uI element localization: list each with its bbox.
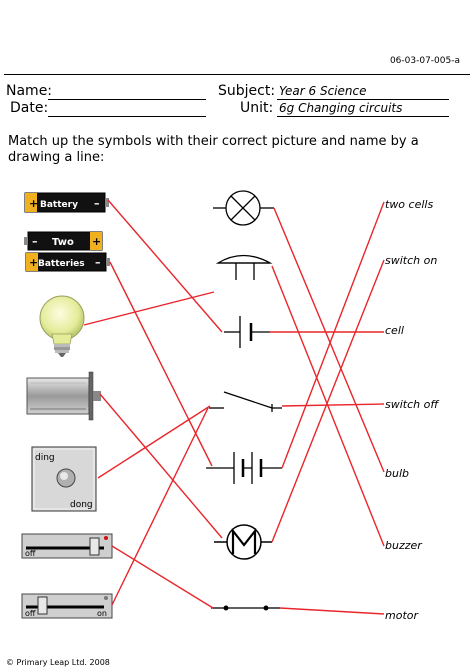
ding-label: ding (35, 453, 55, 463)
svg-text:+: + (92, 235, 101, 248)
name-label: Name: (6, 83, 53, 99)
motor-picture (26, 371, 101, 421)
line-buzzer-to-buzzer (271, 265, 385, 547)
on-label: on (97, 609, 107, 618)
lamp-symbol (213, 190, 274, 226)
batteries-label: Batteries (38, 259, 85, 269)
subject-value: Year 6 Science (279, 84, 367, 98)
name-label-3: cell (385, 324, 404, 337)
line-switch-picture-to-switch-on-symbol (111, 545, 214, 609)
dong-label: dong (70, 500, 93, 510)
name-label-6: buzzer (385, 539, 423, 552)
svg-text:+: + (29, 256, 38, 269)
header-rule (4, 74, 470, 75)
switch-picture-top: off (21, 533, 113, 559)
instructions: Match up the symbols with their correct … (8, 134, 419, 165)
unit-value: 6g Changing circuits (279, 101, 403, 115)
unit-label: Unit: (240, 100, 274, 116)
buzzer-symbol (215, 254, 273, 280)
svg-text:–: – (32, 235, 38, 248)
name-labels: two cells switch on cell switch off bulb… (385, 198, 439, 622)
footer-copyright: © Primary Leap Ltd. 2008 (6, 658, 110, 667)
battery-picture: + Battery – (24, 192, 109, 213)
off-label-2: off (25, 609, 36, 618)
motor-symbol (214, 524, 272, 560)
two-batteries-picture: – Two + + Batteries – (24, 231, 110, 272)
battery-label: Battery (40, 200, 78, 210)
name-field[interactable] (48, 83, 206, 100)
line-battery-to-cell (107, 199, 223, 333)
switch-off-symbol (209, 391, 282, 412)
line-switch-on-to-motor (279, 607, 385, 615)
unit-field (277, 100, 449, 117)
name-label-5: bulb (385, 467, 409, 480)
subject-label: Subject: (218, 83, 276, 99)
date-field[interactable] (48, 100, 206, 117)
date-label: Date: (10, 100, 49, 116)
line-bulb-to-buzzer (83, 291, 215, 326)
line-lamp-to-bulb (273, 207, 385, 473)
line-batteries-to-two-cells (109, 261, 213, 467)
svg-text:–: – (95, 256, 101, 269)
two-cells-symbol (206, 452, 282, 484)
switch-picture-bottom: off on (21, 593, 113, 619)
name-label-4: switch off (385, 398, 439, 411)
line-doorbell-to-switch-off (97, 405, 211, 479)
switch-on-symbol (211, 605, 280, 611)
svg-text:+: + (29, 197, 38, 210)
cell-symbol (224, 316, 270, 348)
line-motor-symbol (271, 259, 385, 543)
answer-lines (83, 199, 385, 615)
line-two-cells-to-name (281, 201, 385, 469)
off-label-1: off (25, 549, 36, 558)
light-bulb-picture (39, 295, 85, 357)
name-label-7: motor (385, 609, 419, 622)
line-switch-off-picture (111, 407, 209, 606)
worksheet-code: 06-03-07-005-a (389, 56, 460, 66)
two-label: Two (52, 237, 74, 248)
svg-text:–: – (94, 197, 100, 210)
line-motor-to-motor-symbol (99, 393, 223, 539)
line-switch-off-to-name (281, 403, 385, 407)
subject-field (277, 83, 449, 100)
name-label-1: two cells (385, 198, 433, 211)
name-label-2: switch on (385, 254, 437, 267)
doorbell-picture: ding dong (31, 446, 97, 512)
